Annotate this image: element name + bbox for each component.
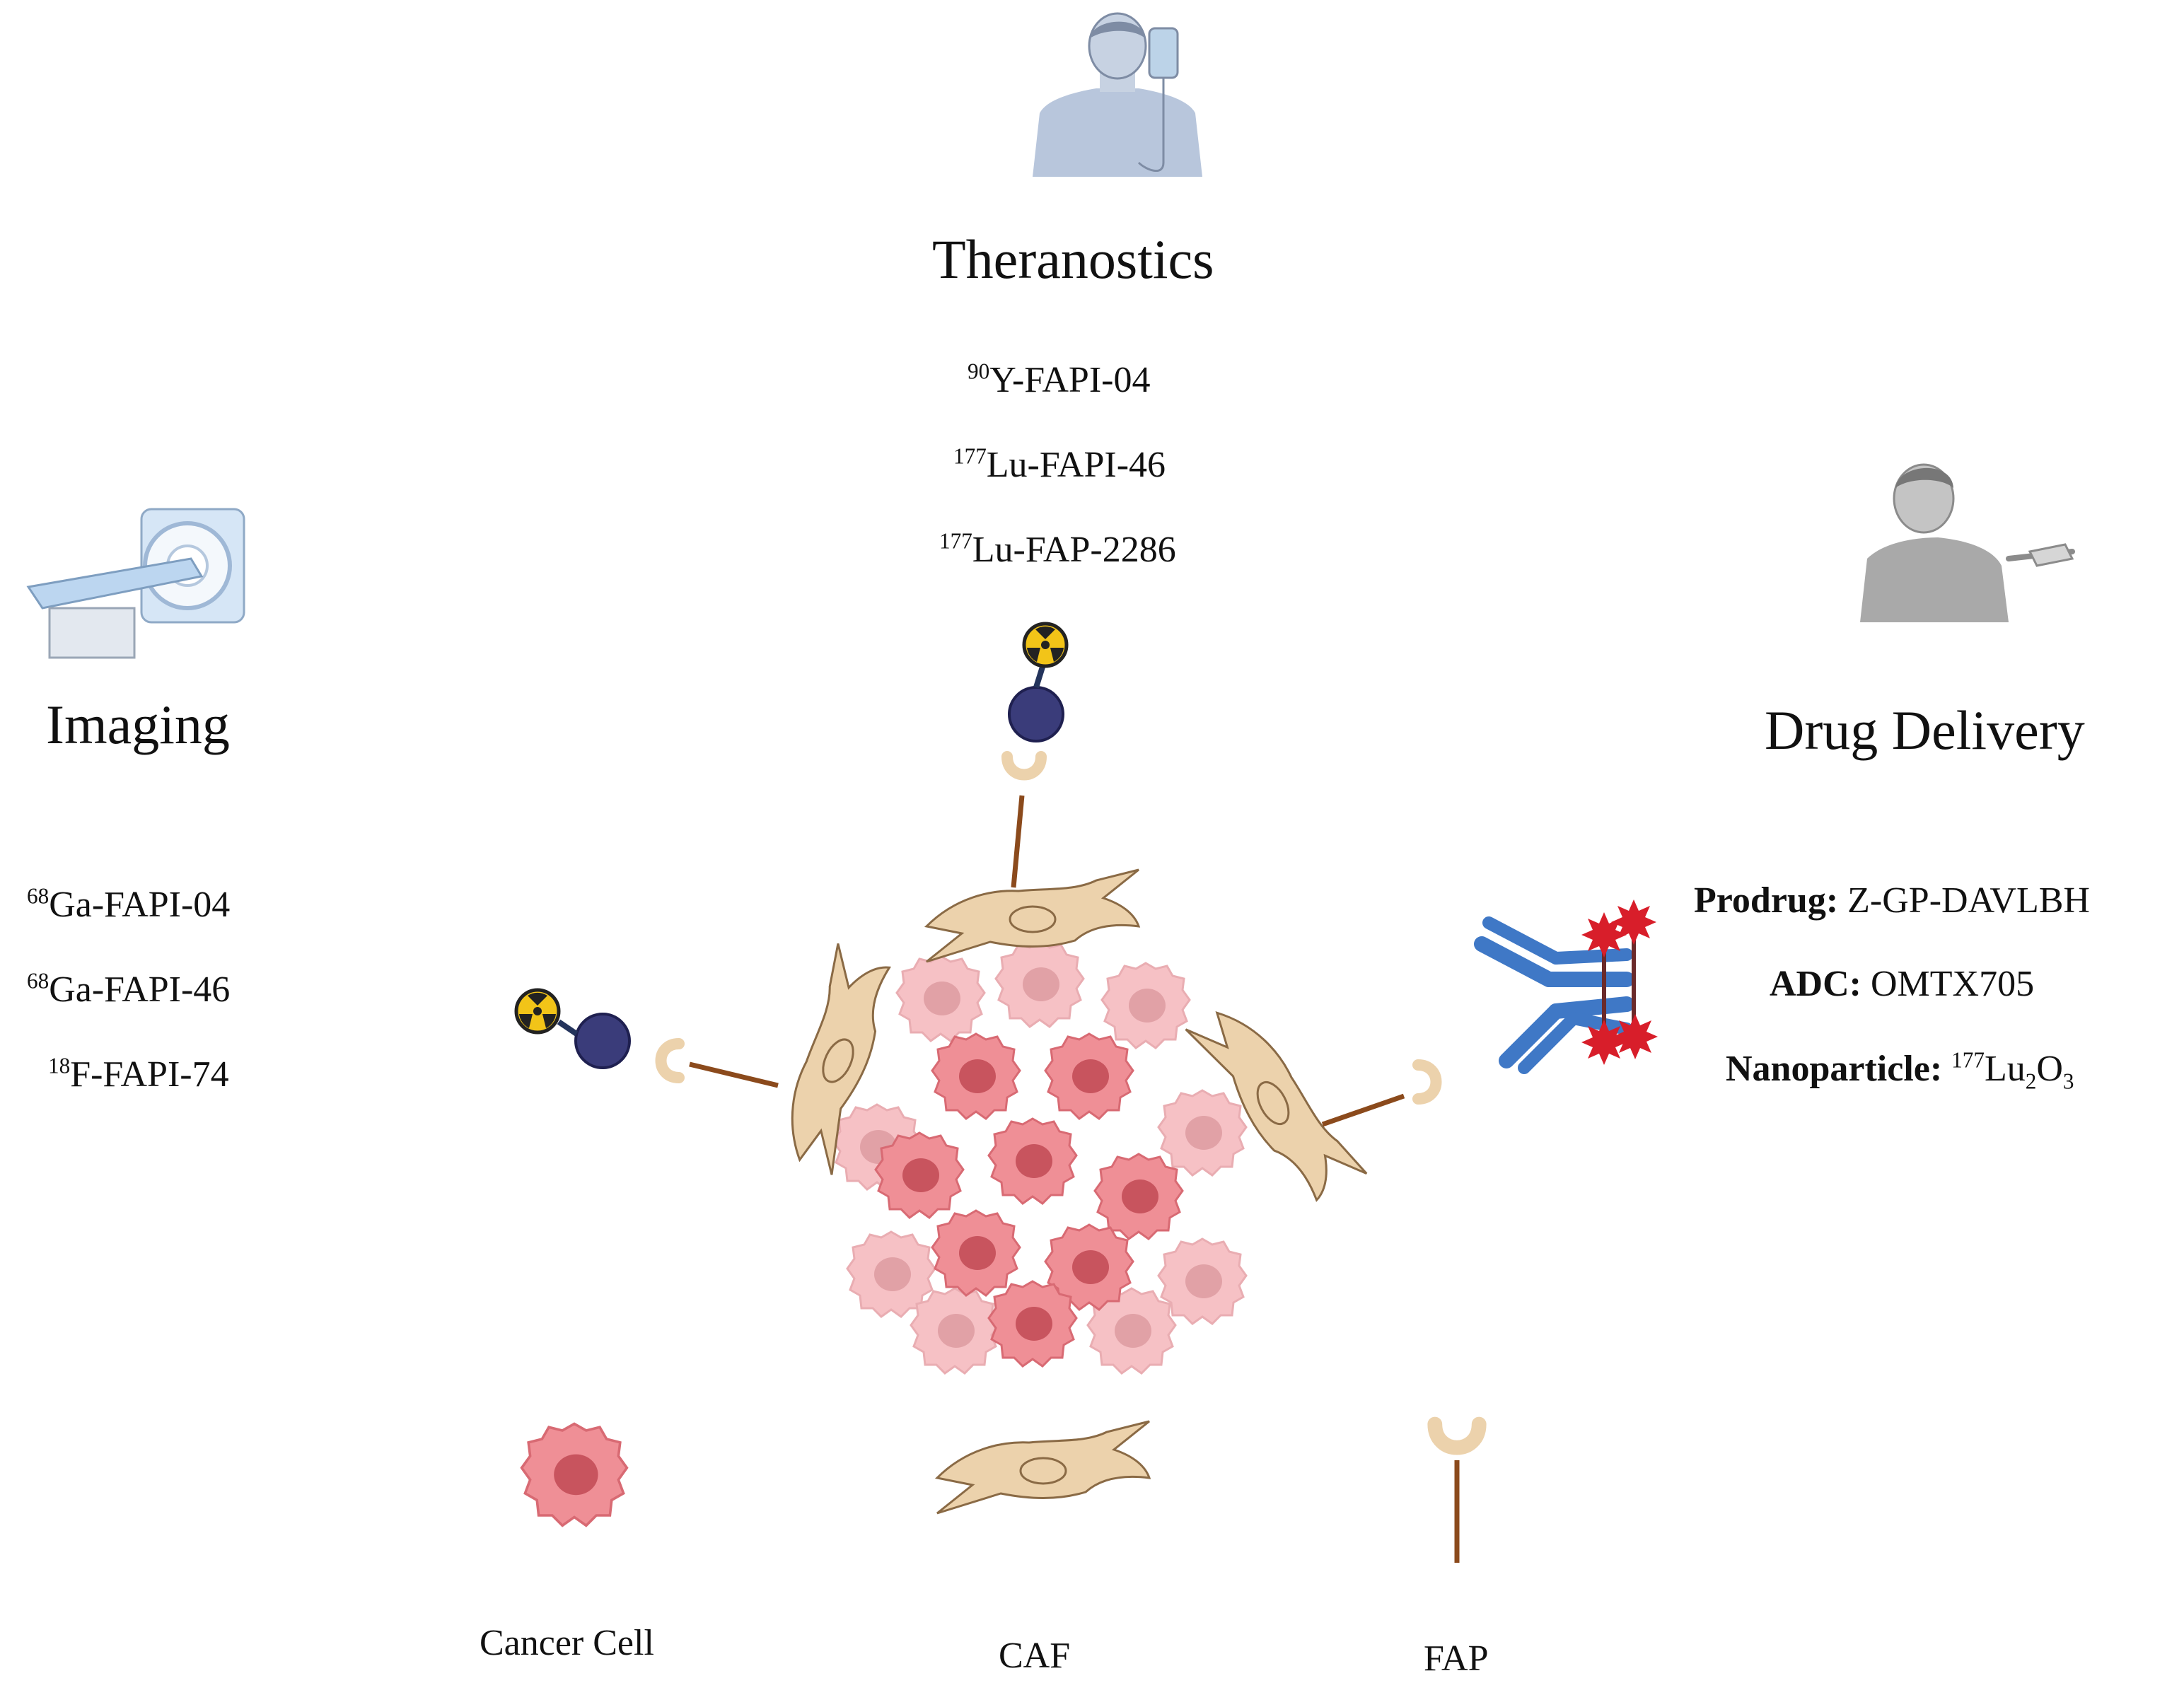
fap-right bbox=[1321, 1065, 1436, 1127]
legend-fap-icon bbox=[1435, 1424, 1479, 1563]
theranostics-item: 177Lu-FAPI-46 bbox=[953, 443, 1166, 485]
theranostics-item: 177Lu-FAP-2286 bbox=[939, 528, 1176, 570]
imaging-item: 68Ga-FAPI-46 bbox=[27, 968, 231, 1010]
legend-caf-label: CAF bbox=[999, 1636, 1071, 1676]
patient-injection-icon bbox=[1860, 463, 2075, 622]
drug-delivery-item: Prodrug: Z-GP-DAVLBH bbox=[1694, 880, 2090, 921]
drug-delivery-title: Drug Delivery bbox=[1765, 699, 2085, 761]
imaging-title: Imaging bbox=[46, 694, 230, 755]
ct-scanner-icon bbox=[26, 508, 245, 659]
legend-cancer-cell-icon bbox=[520, 1422, 629, 1527]
drug-delivery-item: Nanoparticle: 177Lu2O3 bbox=[1726, 1047, 2074, 1094]
legend-caf-icon bbox=[936, 1420, 1151, 1515]
patient-iv-icon bbox=[1033, 12, 1202, 177]
drug-delivery-item: ADC: OMTX705 bbox=[1770, 964, 2035, 1004]
legend-cancer-cell-label: Cancer Cell bbox=[480, 1623, 654, 1663]
fap-top bbox=[1007, 624, 1067, 888]
theranostics-title: Theranostics bbox=[932, 228, 1214, 290]
legend-fap-label: FAP bbox=[1424, 1638, 1489, 1679]
drug-payload-icon bbox=[1581, 899, 1658, 1065]
theranostics-item: 90Y-FAPI-04 bbox=[968, 359, 1151, 400]
imaging-item: 18F-FAPI-74 bbox=[48, 1053, 229, 1095]
fap-left bbox=[516, 990, 779, 1088]
imaging-item: 68Ga-FAPI-04 bbox=[27, 883, 231, 925]
